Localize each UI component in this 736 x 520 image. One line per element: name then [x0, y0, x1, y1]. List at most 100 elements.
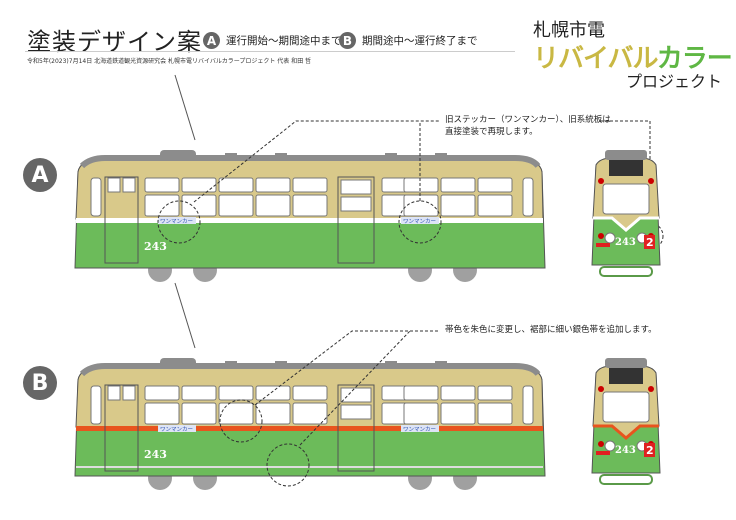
silver-stripe — [76, 466, 543, 468]
phase-b-label: 期間途中〜運行終了まで — [362, 35, 478, 47]
front-car-number: 243 — [615, 445, 636, 456]
window-lower — [292, 402, 328, 425]
sticker-rear: ワンマンカー — [403, 218, 436, 225]
door-middle — [337, 384, 375, 472]
logo-line1: 札幌市電 — [533, 20, 605, 41]
window-upper — [292, 385, 328, 401]
roof — [79, 155, 541, 169]
window-lower — [144, 402, 180, 425]
window-upper — [218, 177, 254, 193]
phase-a-label: 運行開始〜期間途中まで — [226, 35, 342, 47]
body-band — [76, 218, 543, 223]
window-lower — [477, 402, 513, 425]
design-a-note: 旧ステッカー（ワンマンカー）、旧系統板は 直接塗装で再現します。 — [445, 115, 611, 137]
window-upper — [403, 385, 439, 401]
door-window — [340, 196, 372, 212]
window-lower — [144, 194, 180, 217]
front-window — [602, 183, 650, 215]
door-window — [122, 385, 136, 401]
sticker-front: ワンマンカー — [160, 218, 193, 225]
pantograph-arm — [174, 282, 196, 349]
phase-b-legend: B 期間途中〜運行終了まで — [339, 32, 478, 49]
callout-circle — [266, 443, 310, 487]
headlight — [604, 440, 616, 452]
window-upper — [440, 385, 476, 401]
phase-a-legend: A 運行開始〜期間途中まで — [203, 32, 342, 49]
door-middle — [337, 176, 375, 264]
end-window — [522, 385, 534, 425]
callout-lines — [254, 330, 440, 446]
badge-b: B — [339, 32, 356, 49]
sticker-front-bg — [158, 217, 196, 224]
sticker-rear-bg — [401, 425, 439, 432]
sticker-front-bg — [158, 425, 196, 432]
design-b-badge: B — [23, 366, 57, 400]
window-lower — [292, 194, 328, 217]
car-number: 243 — [144, 240, 167, 253]
marker-lamp — [648, 178, 654, 184]
headlight — [604, 232, 616, 244]
callout-circle — [398, 200, 442, 244]
window-lower — [218, 194, 254, 217]
divider — [25, 51, 515, 52]
destination-sign — [609, 160, 643, 176]
window-upper — [181, 177, 217, 193]
callout-circle — [219, 399, 263, 443]
bumper — [599, 474, 653, 485]
destination-sign — [609, 368, 643, 384]
window-upper — [144, 385, 180, 401]
window-upper — [440, 177, 476, 193]
front-roof — [605, 150, 647, 160]
design-b-note: 帯色を朱色に変更し、裾部に細い銀色帯を追加します。 — [445, 325, 657, 335]
route-sign — [644, 443, 655, 457]
door-window — [340, 404, 372, 420]
window-lower — [477, 194, 513, 217]
design-a-badge: A — [23, 158, 57, 192]
sticker-rear: ワンマンカー — [403, 426, 436, 433]
door-window — [340, 179, 372, 195]
window-upper — [218, 385, 254, 401]
window-upper — [181, 385, 217, 401]
window-lower — [403, 194, 439, 217]
badge-a: A — [203, 32, 220, 49]
front-sign — [596, 243, 610, 247]
door-window — [122, 177, 136, 193]
window-lower — [255, 402, 291, 425]
window-lower — [181, 402, 217, 425]
sticker-rear-bg — [401, 217, 439, 224]
door-window — [340, 387, 372, 403]
front-car-number: 243 — [615, 237, 636, 248]
front-band — [593, 216, 659, 232]
door-front — [104, 176, 139, 264]
credit-line: 令和5年(2023)7月14日 北海道鉄道観光資源研究会 札幌市電リバイバルカラ… — [27, 58, 312, 65]
logo-revival: リバイバル — [533, 44, 658, 74]
marker-lamp — [598, 386, 604, 392]
window-upper — [144, 177, 180, 193]
logo-line2: リバイバルカラー — [533, 38, 733, 75]
route-number: 2 — [646, 236, 654, 249]
sticker-front: ワンマンカー — [160, 426, 193, 433]
front-band — [593, 424, 659, 440]
callout-circle — [157, 200, 201, 244]
marker-lamp — [598, 233, 604, 239]
route-number: 2 — [646, 444, 654, 457]
end-window — [522, 177, 534, 217]
marker-lamp — [598, 178, 604, 184]
body-band — [76, 426, 543, 431]
window-lower — [440, 402, 476, 425]
window-upper — [255, 385, 291, 401]
window-upper — [403, 177, 439, 193]
window-upper — [255, 177, 291, 193]
bumper — [599, 266, 653, 277]
roof — [79, 363, 541, 377]
pantograph-arm — [174, 74, 196, 141]
car-number: 243 — [144, 448, 167, 461]
front-window — [602, 391, 650, 423]
end-window — [90, 177, 102, 217]
logo-color: カラー — [656, 44, 733, 74]
window-lower — [181, 194, 217, 217]
window-upper — [292, 177, 328, 193]
door-front — [104, 384, 139, 472]
window-lower — [440, 194, 476, 217]
